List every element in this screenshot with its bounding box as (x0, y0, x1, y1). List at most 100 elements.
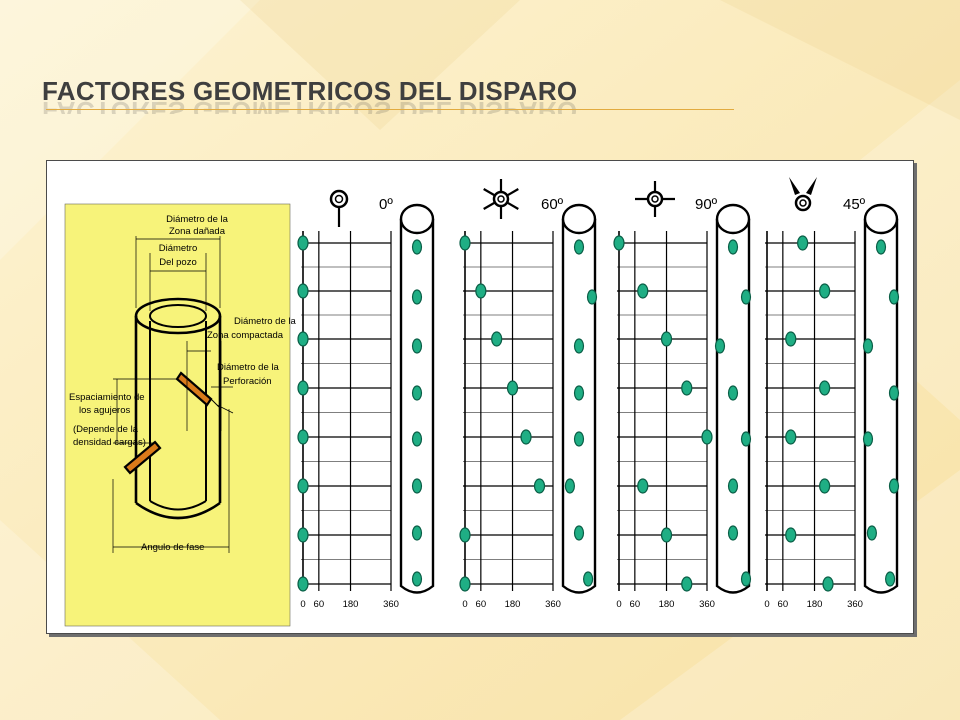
tube-perforation-dot (411, 571, 423, 587)
tube-perforation-dot (888, 385, 900, 401)
grid-perforation-dot (459, 235, 471, 251)
tube-perforation-dot (573, 338, 585, 354)
phase-grid (301, 231, 392, 591)
axis-tick-label: 360 (545, 599, 561, 610)
axis-tick-label: 180 (807, 599, 823, 610)
label-perforation-1: Diámetro de la (217, 362, 279, 373)
grid-perforation-dot (785, 527, 797, 543)
label-damaged-zone-1: Diámetro de la (166, 214, 228, 225)
axis-tick-label: 360 (383, 599, 399, 610)
tube-perforation-dot (586, 289, 598, 305)
axis-tick-label: 0 (300, 599, 305, 610)
tube-perforation-dot (727, 525, 739, 541)
tube-perforation-dot (866, 525, 878, 541)
tube-perforation-dot (727, 239, 739, 255)
dimension-lines (112, 236, 234, 553)
axis-tick-label: 360 (699, 599, 715, 610)
tube-perforation-dot (573, 385, 585, 401)
axis-tick-label: 60 (314, 599, 325, 610)
grid-perforation-dot (681, 380, 693, 396)
grid-perforation-dot (701, 429, 713, 445)
grid-perforation-dot (459, 527, 471, 543)
tube-perforation-dot (411, 338, 423, 354)
tube-perforation-dot (564, 478, 576, 494)
tube-perforation-dot (727, 478, 739, 494)
phase-grid (463, 231, 554, 591)
slide-title-reflection: FACTORES GEOMETRICOS DEL DISPARO (42, 100, 577, 114)
wellbore-tube (399, 203, 435, 594)
grid-perforation-dot (819, 283, 831, 299)
label-hole-1: Diámetro (159, 243, 198, 254)
tube-perforation-dot (582, 571, 594, 587)
grid-perforation-dot (475, 283, 487, 299)
tube-perforation-dot (862, 431, 874, 447)
grid-perforation-dot (297, 331, 309, 347)
gun-symbol-icon (635, 181, 675, 217)
perforation-phasing-diagram: Diámetro de la Zona dañada Diámetro Del … (64, 177, 900, 627)
grid-perforation-dot (660, 331, 673, 347)
grid-perforation-dot (822, 576, 834, 592)
grid-perforation-dot (681, 576, 693, 592)
label-compacted-zone-1: Diámetro de la (234, 316, 296, 327)
label-phase-angle: Angulo de fase (141, 542, 204, 553)
grid-perforation-dot (491, 331, 503, 347)
grid-perforation-dot (785, 331, 797, 347)
diagram-frame: Diámetro de la Zona dañada Diámetro Del … (46, 160, 914, 634)
gun-symbol-icon (789, 177, 817, 212)
label-perforation-2: Perforación (223, 376, 272, 387)
wellbore-tube (715, 203, 751, 594)
grid-perforation-dot (660, 527, 673, 543)
grid-perforation-dot (785, 429, 797, 445)
grid-perforation-dot (297, 478, 309, 494)
wellbore-tube (863, 203, 899, 594)
tube-perforation-dot (411, 525, 423, 541)
perforation-tunnel-lower (123, 440, 162, 475)
tube-perforation-dot (573, 525, 585, 541)
grid-perforation-dot (520, 429, 532, 445)
tube-perforation-dot (875, 239, 887, 255)
grid-perforation-dot (297, 380, 309, 396)
axis-tick-label: 0 (616, 599, 621, 610)
label-spacing-2: los agujeros (79, 405, 130, 416)
label-hole-2: Del pozo (159, 257, 197, 268)
gun-symbol-icon (329, 189, 349, 227)
title-underline (46, 109, 734, 110)
grid-perforation-dot (613, 235, 625, 251)
phase-grid (765, 231, 856, 591)
tube-perforation-dot (740, 571, 752, 587)
grid-perforation-dot (297, 235, 309, 251)
phase-label: 90º (695, 196, 718, 213)
phasing-panel-1: 0º 0 60 180 360 (297, 189, 435, 610)
tube-perforation-dot (411, 478, 423, 494)
axis-tick-label: 60 (476, 599, 487, 610)
tube-perforation-dot (573, 239, 585, 255)
tube-perforation-dot (714, 338, 726, 354)
tube-perforation-dot (727, 385, 739, 401)
phase-grid (617, 231, 708, 591)
label-spacing-4: densidad cargas) (73, 437, 146, 448)
slide-title: FACTORES GEOMETRICOS DEL DISPARO (42, 76, 578, 106)
axis-tick-label: 60 (778, 599, 789, 610)
wellbore-tube (561, 203, 597, 594)
grid-perforation-dot (637, 283, 649, 299)
grid-perforation-dot (459, 576, 471, 592)
tube-perforation-dot (573, 431, 585, 447)
axis-tick-label: 180 (505, 599, 521, 610)
label-compacted-zone-2: Zona compactada (207, 330, 284, 341)
grid-perforation-dot (297, 527, 309, 543)
wellbore-labels: Diámetro de la Zona dañada Diámetro Del … (69, 214, 296, 553)
grid-perforation-dot (533, 478, 546, 494)
axis-tick-label: 180 (343, 599, 359, 610)
wellbore-panel: Diámetro de la Zona dañada Diámetro Del … (64, 203, 296, 627)
grid-perforation-dot (797, 235, 809, 251)
damaged-zone-cylinder (134, 297, 222, 520)
grid-perforation-dot (506, 380, 519, 396)
phase-label: 0º (379, 196, 393, 213)
gun-symbol-icon (483, 179, 519, 219)
axis-tick-label: 60 (630, 599, 641, 610)
tube-perforation-dot (411, 289, 423, 305)
tube-perforation-dot (884, 571, 896, 587)
